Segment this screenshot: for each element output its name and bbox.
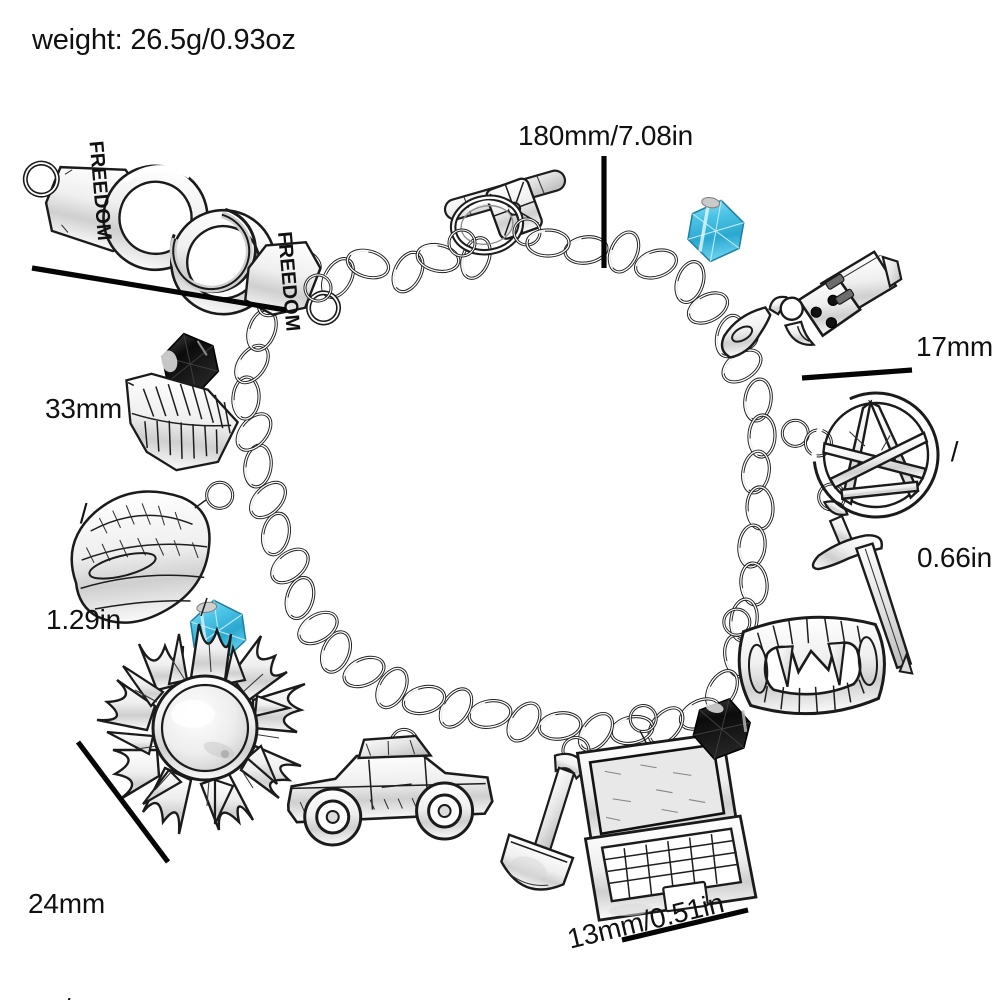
sun-rays bbox=[96, 623, 306, 835]
charm-left-size-label: 33mm / 1.29in bbox=[45, 320, 122, 708]
angel-wing-charm bbox=[70, 479, 236, 624]
weight-label: weight: 26.5g/0.93oz bbox=[32, 24, 296, 56]
leader-line-left bbox=[31, 265, 287, 313]
charm-right-size-in: 0.66in bbox=[916, 542, 993, 574]
revolver-gun-charm bbox=[720, 250, 903, 359]
leader-line-right bbox=[801, 367, 913, 381]
charm-left-size-sep: / bbox=[79, 498, 88, 530]
charm-sun-size-sep: / bbox=[28, 991, 105, 1000]
bracelet-length-label: 180mm/7.08in bbox=[518, 120, 694, 151]
classic-car-charm bbox=[286, 727, 494, 847]
dimension-leader-lines bbox=[31, 156, 913, 943]
charm-right-size-mm: 17mm bbox=[916, 330, 993, 362]
charm-left-size-in: 1.29in bbox=[45, 604, 122, 636]
bracelet-chain bbox=[227, 225, 778, 759]
toggle-clasp bbox=[443, 169, 571, 258]
feather-wing-charm bbox=[125, 372, 240, 472]
black-crystal-bead-right bbox=[692, 697, 752, 760]
charm-left-size-mm: 33mm bbox=[45, 392, 122, 424]
charm-right-size-sep: / bbox=[950, 436, 959, 468]
vampire-fangs-charm bbox=[721, 606, 886, 716]
leader-line-bottom bbox=[621, 907, 749, 943]
charm-right-size-label: 17mm / 0.66in bbox=[916, 258, 993, 646]
charm-sun-size-mm: 24mm bbox=[28, 887, 105, 919]
blue-crystal-bead-top bbox=[687, 196, 745, 263]
dagger-sword-charm bbox=[811, 477, 914, 675]
sun-charm bbox=[96, 597, 306, 835]
shovel-charm bbox=[500, 732, 595, 891]
handcuffs-charm: FREEDOM FREEDOM bbox=[22, 140, 342, 332]
charm-sun-size-label: 24mm / 0.94in bbox=[28, 815, 105, 1000]
leader-line-sun bbox=[75, 740, 171, 864]
pentagram-charm bbox=[779, 391, 940, 519]
laptop-charm bbox=[575, 703, 758, 922]
